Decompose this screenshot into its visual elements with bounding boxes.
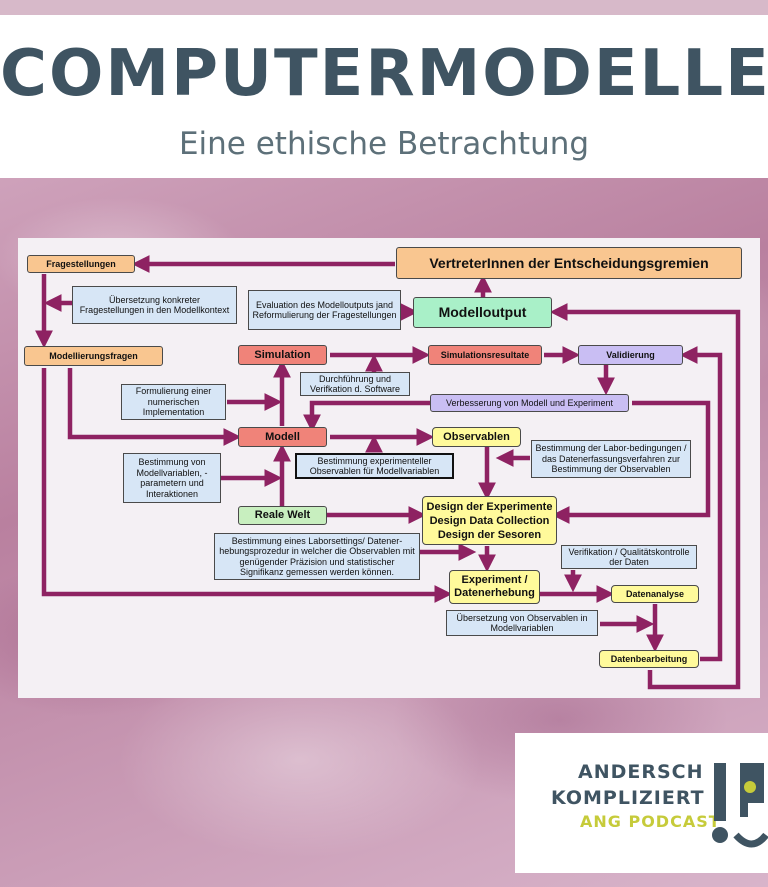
node-modelloutput: Modelloutput bbox=[413, 297, 552, 328]
page-subtitle: Eine ethische Betrachtung bbox=[178, 126, 590, 162]
node-uebersetzung-fragen: Übersetzung konkreter Fragestellungen in… bbox=[72, 286, 237, 324]
node-laborsetting: Bestimmung eines Laborsettings/ Datener-… bbox=[214, 533, 420, 580]
node-bestimmung-labor: Bestimmung der Labor-bedingungen / das D… bbox=[531, 440, 691, 478]
arrow-bearbeitung-output bbox=[549, 303, 741, 690]
logo-face-icon bbox=[712, 763, 768, 848]
top-strip bbox=[0, 0, 768, 15]
node-verifikation: Verifikation / Qualitätskontrolle der Da… bbox=[561, 545, 697, 569]
node-vertreter: VertreterInnen der Entscheidungsgremien bbox=[396, 247, 742, 279]
node-modell: Modell bbox=[238, 427, 327, 447]
logo-text-line1: ANDERSCH bbox=[578, 761, 704, 783]
arrow-verbesserung-design bbox=[551, 400, 711, 524]
arrow-bearbeitung-validierung bbox=[679, 346, 723, 662]
node-validierung: Validierung bbox=[578, 345, 683, 365]
node-verbesserung: Verbesserung von Modell und Experiment bbox=[430, 394, 629, 412]
node-design: Design der Experimente Design Data Colle… bbox=[422, 496, 557, 545]
node-bestimmung-experimentell: Bestimmung experimenteller Observablen f… bbox=[295, 453, 454, 479]
node-datenbearbeitung: Datenbearbeitung bbox=[599, 650, 699, 668]
node-observablen: Observablen bbox=[432, 427, 521, 447]
node-reale-welt: Reale Welt bbox=[238, 506, 327, 525]
node-uebersetzung-observablen: Übersetzung von Observablen in Modellvar… bbox=[446, 610, 598, 636]
node-simulationsresultate: Simulationsresultate bbox=[428, 345, 542, 365]
node-durchfuehrung: Durchführung und Verifkation d. Software bbox=[300, 372, 410, 396]
node-bestimmung-modellvariablen: Bestimmung von Modellvariablen, - parame… bbox=[123, 453, 221, 503]
page-title: COMPUTERMODELLE bbox=[0, 37, 768, 111]
node-datenanalyse: Datenanalyse bbox=[611, 585, 699, 603]
arrow-verbesserung-modell bbox=[303, 400, 430, 433]
arrow-modellierung-experiment bbox=[41, 368, 453, 603]
logo-text-line3: ANG PODCAST bbox=[580, 812, 721, 831]
arrow-modellierung-modell bbox=[67, 368, 242, 446]
node-fragestellungen: Fragestellungen bbox=[27, 255, 135, 273]
node-simulation: Simulation bbox=[238, 345, 327, 365]
node-evaluation: Evaluation des Modelloutputs jand Reform… bbox=[248, 290, 401, 330]
node-formulierung: Formulierung einer numerischen Implement… bbox=[121, 384, 226, 420]
node-experiment: Experiment / Datenerhebung bbox=[449, 570, 540, 604]
logo-text-line2: KOMPLIZIERT bbox=[551, 787, 705, 809]
node-modellierungsfragen: Modellierungsfragen bbox=[24, 346, 163, 366]
header-banner bbox=[0, 15, 768, 178]
